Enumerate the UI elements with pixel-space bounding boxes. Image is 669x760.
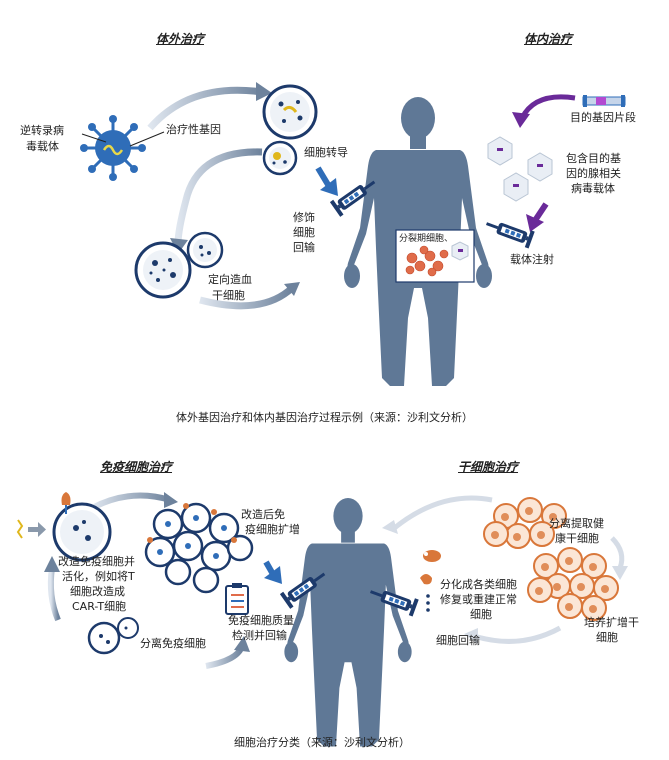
immune-arrow-left — [47, 567, 61, 622]
therapeutic-gene-label: 治疗性基因 — [166, 123, 221, 136]
blue-down-arrow-icon — [315, 166, 338, 196]
modify-label-2: 细胞 — [293, 226, 315, 239]
target-gene-label: 目的基因片段 — [570, 111, 636, 124]
small-dish-icon — [262, 140, 298, 176]
retrovirus-icon — [80, 115, 146, 181]
modify-label-3: 回输 — [293, 241, 315, 254]
reinfuse-label: 细胞回输 — [436, 634, 480, 647]
expanded-immune-cells-icon — [144, 502, 254, 594]
stem-cell-therapy-title: 干细胞治疗 — [458, 460, 519, 474]
aav-label-1: 包含目的基 — [566, 152, 621, 165]
incoming-gray-arrow-icon — [16, 519, 46, 539]
stem-cell-dish-large-icon — [134, 241, 192, 299]
modified-label-2: 疫细胞扩增 — [245, 523, 300, 536]
stem-arrow-top — [390, 495, 493, 532]
stem-cell-dish-small-icon — [186, 231, 224, 269]
expanded-stem-cells-icon — [527, 547, 619, 621]
modified-label-1: 改造后免 — [241, 508, 285, 521]
differentiated-cells-icon — [420, 550, 441, 612]
stem-cell-label-1: 定向造血 — [208, 273, 252, 286]
quality-check-label-1: 免疫细胞质量 — [228, 614, 294, 627]
bottom-figure-caption: 细胞治疗分类（来源：沙利文分析） — [234, 736, 410, 749]
transduced-dish-icon — [262, 84, 318, 140]
culture-stem-label-1: 培养扩增干 — [584, 616, 639, 629]
isolate-immune-dish-small-icon — [117, 617, 139, 639]
aav-vector-icon — [487, 136, 553, 202]
activate-label-2: 活化，例如将T — [62, 570, 135, 583]
activate-label-1: 改造免疫细胞并 — [58, 555, 135, 568]
syringe-icon-top-right — [483, 215, 535, 249]
quality-check-label-2: 检测并回输 — [232, 629, 287, 642]
activate-label-3: 细胞改造成 — [70, 585, 125, 598]
isolate-immune-label: 分离免疫细胞 — [140, 637, 206, 650]
stem-arrow-bottom — [473, 625, 562, 644]
extract-stem-label-2: 康干细胞 — [555, 532, 599, 545]
top-figure-caption: 体外基因治疗和体内基因治疗过程示例（来源：沙利文分析） — [176, 411, 473, 424]
aav-label-3: 病毒载体 — [571, 182, 615, 195]
aav-label-2: 因的腺相关 — [566, 167, 621, 180]
extract-stem-label-1: 分离提取健 — [549, 517, 604, 530]
cell-transduction-label: 细胞转导 — [304, 146, 348, 159]
gene-fragment-icon — [582, 95, 626, 107]
immune-cell-dish-icon — [52, 502, 112, 562]
purple-arrow-top — [519, 94, 576, 120]
differentiate-label-3: 细胞 — [470, 608, 492, 621]
purple-arrow-down-icon — [526, 202, 549, 232]
culture-stem-label-2: 细胞 — [596, 631, 618, 644]
cycle-arrow-top — [147, 86, 263, 131]
immune-arrow-top — [90, 492, 171, 511]
stem-cell-label-2: 干细胞 — [212, 289, 245, 302]
immune-cell-therapy-title: 免疫细胞治疗 — [100, 460, 173, 474]
clipboard-icon — [225, 583, 249, 615]
vector-injection-label: 载体注射 — [510, 253, 554, 266]
car-receptor-icon — [61, 492, 71, 514]
differentiate-label-2: 修复或重建正常 — [440, 593, 517, 606]
dividing-cells-inset — [395, 229, 475, 283]
retrovirus-label-2: 毒载体 — [26, 140, 59, 153]
differentiate-label-1: 分化成各类细胞 — [440, 578, 517, 591]
cycle-arrow-bottom — [199, 285, 295, 310]
retrovirus-label-1: 逆转录病 — [20, 124, 64, 137]
activate-label-4: CAR-T细胞 — [72, 600, 127, 613]
cycle-arrow-left — [174, 148, 263, 245]
ex-vivo-title: 体外治疗 — [156, 32, 205, 46]
modify-label-1: 修饰 — [293, 211, 315, 224]
stem-arrow-right — [610, 536, 625, 569]
dividing-cells-label: 分裂期细胞、 — [399, 234, 454, 244]
in-vivo-title: 体内治疗 — [524, 32, 573, 46]
human-body-figure-bottom — [284, 497, 412, 747]
isolate-immune-dish-icon — [87, 621, 121, 655]
blue-down-arrow-bottom-icon — [263, 560, 282, 584]
